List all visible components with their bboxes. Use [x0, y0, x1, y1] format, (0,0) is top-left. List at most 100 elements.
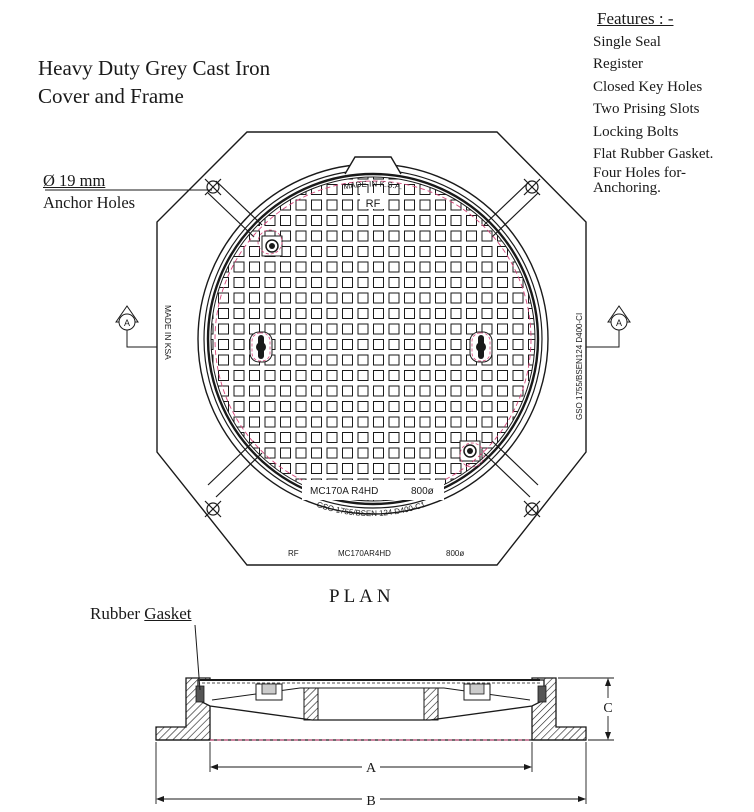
grid-square	[450, 432, 462, 443]
grid-square	[388, 308, 400, 319]
grid-square	[218, 323, 229, 335]
grid-square	[512, 308, 524, 319]
grid-square	[497, 323, 508, 335]
grid-square	[295, 323, 307, 335]
grid-square	[326, 339, 338, 350]
grid-square	[280, 339, 291, 350]
anchor-hole	[204, 178, 222, 196]
grid-square	[264, 215, 276, 226]
grid-square	[311, 370, 322, 381]
grid-square	[311, 261, 322, 273]
cover-rf-mark: RF	[366, 198, 381, 210]
grid-square	[497, 416, 508, 428]
grid-square	[388, 277, 400, 288]
grid-square	[497, 401, 508, 412]
grid-square	[311, 447, 322, 459]
grid-square	[388, 177, 400, 180]
grid-square	[311, 292, 322, 304]
anchor-hole	[523, 178, 541, 196]
grid-square	[373, 432, 384, 443]
key-hole-right	[469, 331, 493, 363]
grid-square	[512, 323, 524, 335]
grid-square	[280, 370, 291, 381]
grid-square	[388, 463, 400, 474]
grid-square	[326, 184, 338, 195]
cover-outer-edge	[206, 172, 540, 506]
grid-square	[481, 246, 493, 257]
grid-square	[264, 416, 276, 428]
grid-square	[388, 215, 400, 226]
grid-square	[295, 339, 307, 350]
grid-square	[404, 432, 415, 443]
frame-made-in-ksa: MADE IN KSA	[163, 305, 173, 360]
grid-square	[326, 354, 338, 366]
grid-square	[233, 261, 245, 273]
feature-item: Locking Bolts	[593, 123, 679, 140]
grid-square	[404, 199, 415, 211]
grid-square	[388, 370, 400, 381]
grid-square	[249, 401, 260, 412]
grid-square	[404, 401, 415, 412]
grid-square	[419, 339, 431, 350]
grid-square	[404, 323, 415, 335]
grid-square	[326, 199, 338, 211]
gasket-leader-line	[194, 624, 201, 691]
grid-square	[497, 354, 508, 366]
grid-square	[419, 323, 431, 335]
grid-square	[466, 323, 477, 335]
grid-square	[450, 292, 462, 304]
grid-square	[233, 370, 245, 381]
grid-square	[311, 230, 322, 242]
grid-square	[373, 215, 384, 226]
grid-square	[357, 177, 369, 180]
grid-square	[295, 199, 307, 211]
grid-square	[404, 370, 415, 381]
feature-item: Two Prising Slots	[593, 101, 700, 117]
grid-square	[404, 246, 415, 257]
grid-square	[450, 261, 462, 273]
section-marker-left: A	[115, 305, 157, 348]
grid-square	[450, 277, 462, 288]
grid-square	[295, 463, 307, 474]
grid-square	[233, 277, 245, 288]
grid-square	[404, 339, 415, 350]
grid-square	[357, 292, 369, 304]
grid-square	[233, 292, 245, 304]
grid-square	[419, 199, 431, 211]
grid-square	[295, 401, 307, 412]
grid-square	[357, 308, 369, 319]
grid-square	[233, 339, 245, 350]
grid-square	[512, 385, 524, 397]
grid-square	[404, 416, 415, 428]
grid-square	[404, 447, 415, 459]
grid-square	[373, 463, 384, 474]
grid-square	[419, 230, 431, 242]
grid-square	[435, 308, 446, 319]
grid-square	[388, 354, 400, 366]
grid-square	[295, 308, 307, 319]
grid-square	[357, 416, 369, 428]
features-list: Features : - Single Seal Register Closed…	[593, 8, 713, 196]
grid-square	[295, 370, 307, 381]
plan-label: PLAN	[329, 586, 395, 607]
anchor-holes-text: Anchor Holes	[43, 193, 136, 212]
grid-square	[233, 416, 245, 428]
anchor-holes	[204, 178, 541, 518]
grid-square	[280, 432, 291, 443]
grid-square	[435, 463, 446, 474]
grid-square	[357, 277, 369, 288]
grid-square	[264, 385, 276, 397]
grid-square	[342, 308, 353, 319]
cover-tab	[344, 156, 402, 175]
grid-square	[295, 215, 307, 226]
grid-square	[211, 354, 214, 366]
grid-square	[342, 339, 353, 350]
grid-square	[512, 354, 524, 366]
grid-square	[218, 354, 229, 366]
grid-square	[450, 246, 462, 257]
grid-square	[311, 215, 322, 226]
grid-square	[388, 261, 400, 273]
grid-square	[481, 277, 493, 288]
grid-square	[419, 463, 431, 474]
